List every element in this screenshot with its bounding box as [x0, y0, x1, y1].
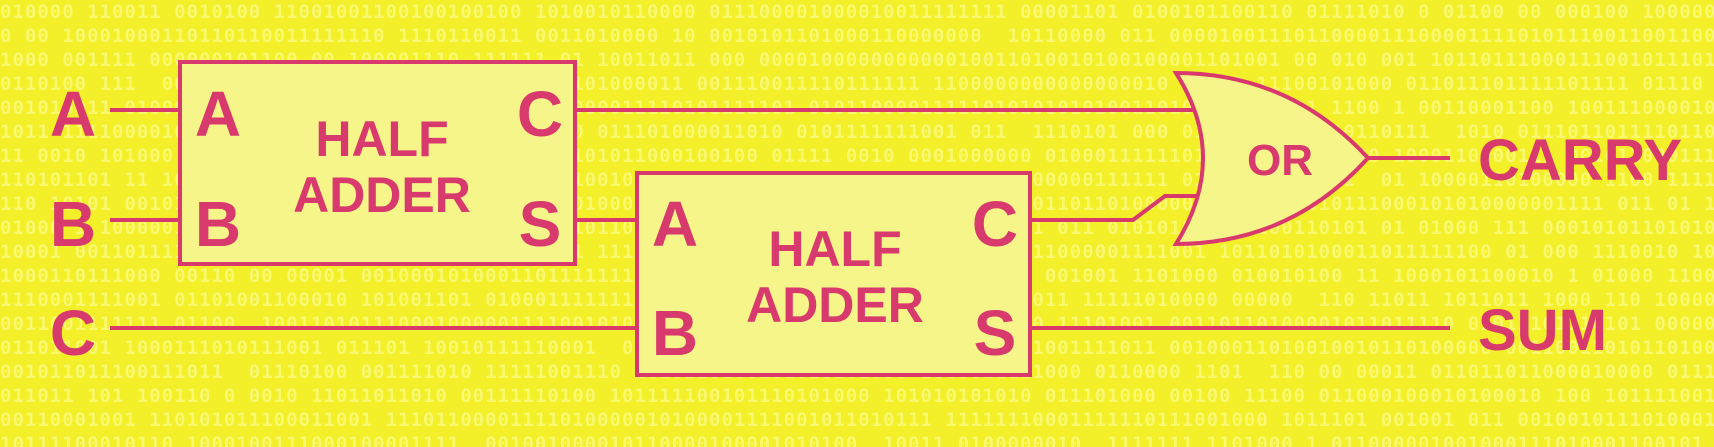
ha2-port-s: S [974, 297, 1017, 369]
ha1-title-line2: ADDER [293, 167, 471, 223]
input-label-a: A [50, 78, 96, 150]
ha1-title-line1: HALF [315, 111, 448, 167]
half-adder-2-block [635, 171, 1032, 377]
ha2-port-a: A [652, 188, 698, 260]
output-label-carry: CARRY [1478, 128, 1682, 193]
ha1-port-c: C [517, 78, 563, 150]
wire-carry2-to-or [1030, 194, 1210, 222]
output-label-sum: SUM [1478, 298, 1607, 363]
input-label-b: B [50, 188, 96, 260]
ha2-port-b: B [652, 297, 698, 369]
ha1-port-a: A [195, 78, 241, 150]
ha1-port-s: S [519, 188, 562, 260]
half-adder-1-block [178, 60, 577, 266]
ha1-port-b: B [195, 188, 241, 260]
ha2-title-line2: ADDER [746, 277, 924, 333]
or-gate-shape [1172, 70, 1371, 247]
or-gate-label: OR [1247, 136, 1313, 185]
input-label-c: C [50, 297, 96, 369]
ha2-port-c: C [972, 188, 1018, 260]
ha2-title-line1: HALF [768, 221, 901, 277]
